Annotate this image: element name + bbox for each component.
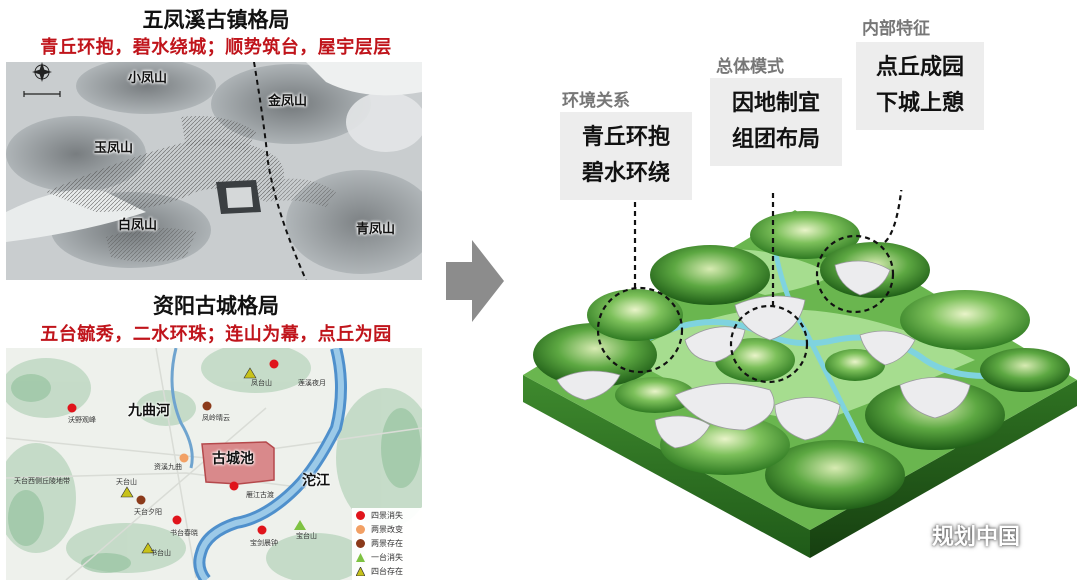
- callout-mode-line2: 组团布局: [731, 127, 820, 152]
- legend-row-3: 两景存在: [352, 536, 422, 550]
- callout-env-line2: 碧水环绕: [581, 161, 670, 186]
- legend-circle-icon: [356, 524, 365, 534]
- label-guchengchi: 古城池: [212, 451, 254, 467]
- label-yanjiang: 雁江古渡: [246, 491, 274, 499]
- legend-label: 两景存在: [371, 538, 403, 548]
- label-fengtai: 凤台山: [251, 379, 272, 387]
- label-baotai: 宝台山: [296, 532, 317, 540]
- callout-inner-label: 内部特征: [862, 19, 930, 39]
- label-shutai: 书台春晓: [170, 529, 198, 537]
- top-panel-subtitle: 青丘环抱，碧水绕城；顺势筑台，屋宇层层: [40, 37, 392, 58]
- label-jinfeng: 金凤山: [268, 94, 308, 109]
- legend-triangle-icon: [356, 552, 365, 562]
- label-baifeng: 白凤山: [118, 218, 158, 233]
- legend-label: 一台消失: [371, 552, 403, 562]
- callout-inner-box: 点丘成园 下城上憩: [856, 42, 984, 130]
- callout-inner-line1: 点丘成园: [875, 55, 964, 80]
- callout-env-box: 青丘环抱 碧水环绕: [560, 112, 692, 200]
- watermark: 规划中国: [892, 519, 1020, 551]
- label-woye: 沃野观峰: [68, 416, 96, 424]
- legend-row-1: 四景消失: [352, 508, 422, 522]
- label-tianxi: 天台西侧丘陵地带: [14, 477, 70, 485]
- legend-circle-icon: [356, 538, 365, 548]
- legend-circle-icon: [356, 510, 365, 520]
- top-panel-title: 五凤溪古镇格局: [142, 8, 290, 32]
- label-fengling: 凤岭晴云: [202, 414, 230, 422]
- legend-row-2: 两景改变: [352, 522, 422, 536]
- callout-mode-box: 因地制宜 组团布局: [710, 78, 842, 166]
- label-tiantaixiyang: 天台夕阳: [134, 508, 162, 516]
- label-baojian: 宝剑晨钟: [250, 539, 278, 547]
- label-jiuqu: 九曲河: [128, 403, 170, 419]
- legend-triangle-icon: [356, 566, 365, 576]
- legend-label: 两景改变: [371, 524, 403, 534]
- legend-label: 四景消失: [371, 510, 403, 520]
- wufengxi-map-drawing: [6, 62, 422, 280]
- legend-label: 四台存在: [371, 566, 403, 576]
- label-tuojiang: 沱江: [302, 473, 330, 489]
- callout-env-label: 环境关系: [562, 91, 630, 111]
- label-xiaofeng: 小凤山: [128, 71, 168, 86]
- map-legend: 四景消失 两景改变 两景存在 一台消失 四台存在: [352, 508, 422, 580]
- label-shutaishan: 书台山: [150, 549, 171, 557]
- label-tiantai: 天台山: [116, 478, 137, 486]
- watermark-text: 规划中国: [932, 525, 1021, 550]
- callout-mode-label: 总体模式: [716, 57, 784, 77]
- right-arrow-icon: [446, 240, 504, 322]
- label-yufeng: 玉凤山: [94, 141, 134, 156]
- callout-inner-line2: 下城上憩: [875, 91, 964, 116]
- label-qingfeng: 青凤山: [356, 222, 396, 237]
- legend-row-5: 四台存在: [352, 564, 422, 578]
- isometric-terrain-model: [523, 190, 1077, 558]
- bottom-panel-subtitle: 五台毓秀，二水环珠；连山为幕，点丘为园: [40, 324, 392, 345]
- callout-env-line1: 青丘环抱: [581, 125, 670, 150]
- label-lianxi: 莲溪夜月: [298, 379, 326, 387]
- legend-row-4: 一台消失: [352, 550, 422, 564]
- label-ziqi: 资溪九曲: [154, 463, 182, 471]
- wufengxi-old-map: 小凤山 金凤山 玉凤山 白凤山 青凤山: [6, 62, 422, 280]
- wechat-icon: [892, 523, 926, 547]
- bottom-panel-title: 资阳古城格局: [153, 294, 279, 318]
- callout-mode-line1: 因地制宜: [731, 91, 820, 116]
